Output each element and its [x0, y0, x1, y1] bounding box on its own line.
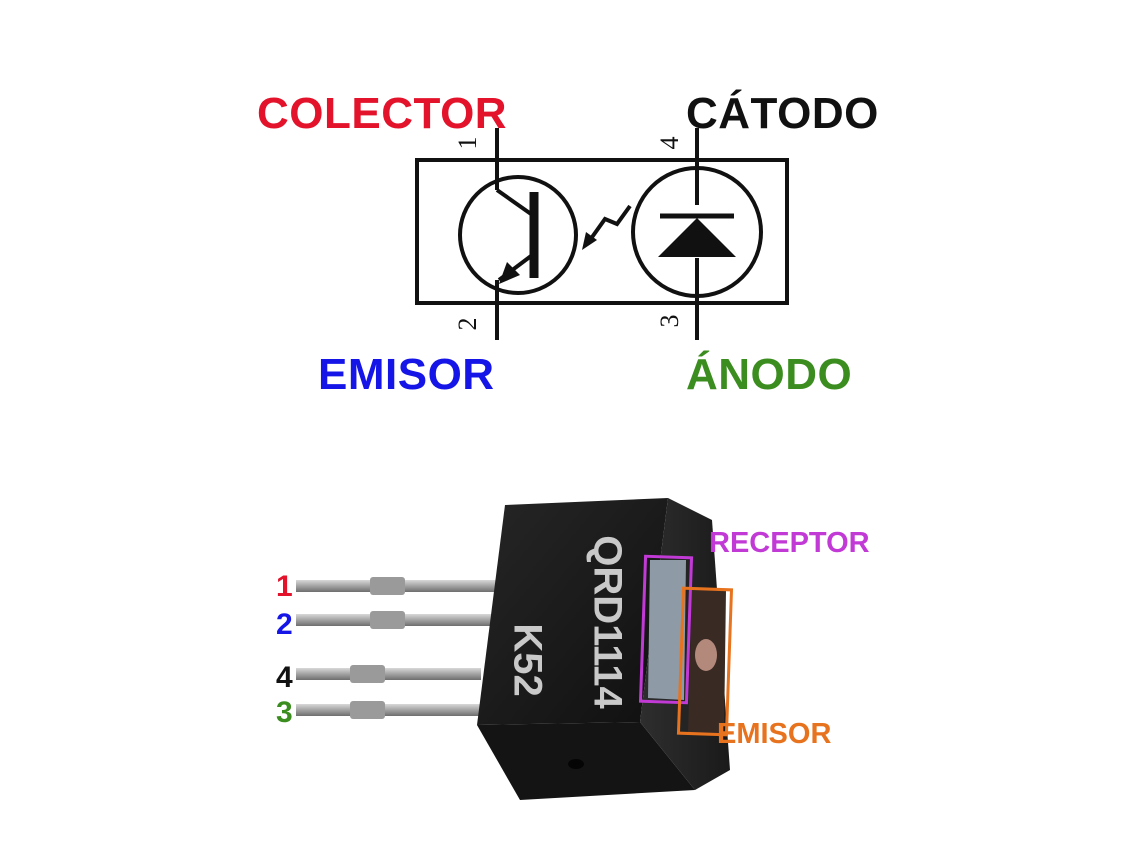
photo-pin-label-2: 2 [276, 608, 293, 641]
pin-number-4: 4 [655, 137, 684, 150]
component-marking-code: K52 [505, 623, 549, 696]
receptor-highlight-box [638, 554, 694, 705]
pin-number-3: 3 [655, 315, 684, 328]
optical-window [648, 560, 726, 734]
pin-number-1: 1 [453, 137, 482, 150]
led-symbol [631, 166, 763, 298]
component-body [477, 498, 730, 800]
cathode-label: CÁTODO [686, 89, 879, 138]
light-arrow-icon [582, 204, 632, 250]
collector-label: COLECTOR [257, 89, 508, 138]
emitter-led-label: EMISOR [717, 718, 832, 750]
receptor-label: RECEPTOR [709, 527, 870, 559]
phototransistor-symbol [458, 175, 578, 295]
emitter-label: EMISOR [318, 350, 495, 399]
anode-label: ÁNODO [686, 350, 853, 399]
photo-pin-label-1: 1 [276, 570, 293, 603]
emitter-highlight-box [676, 586, 734, 737]
component-pins [296, 577, 501, 719]
schematic-diagram: 1 2 4 3 [415, 128, 789, 340]
pin-number-2: 2 [453, 318, 482, 331]
package-outline [415, 158, 789, 305]
photo-pin-label-3: 3 [276, 696, 293, 729]
component-marking-model: QRD1114 [585, 535, 629, 709]
photo-pin-label-4: 4 [276, 661, 293, 694]
